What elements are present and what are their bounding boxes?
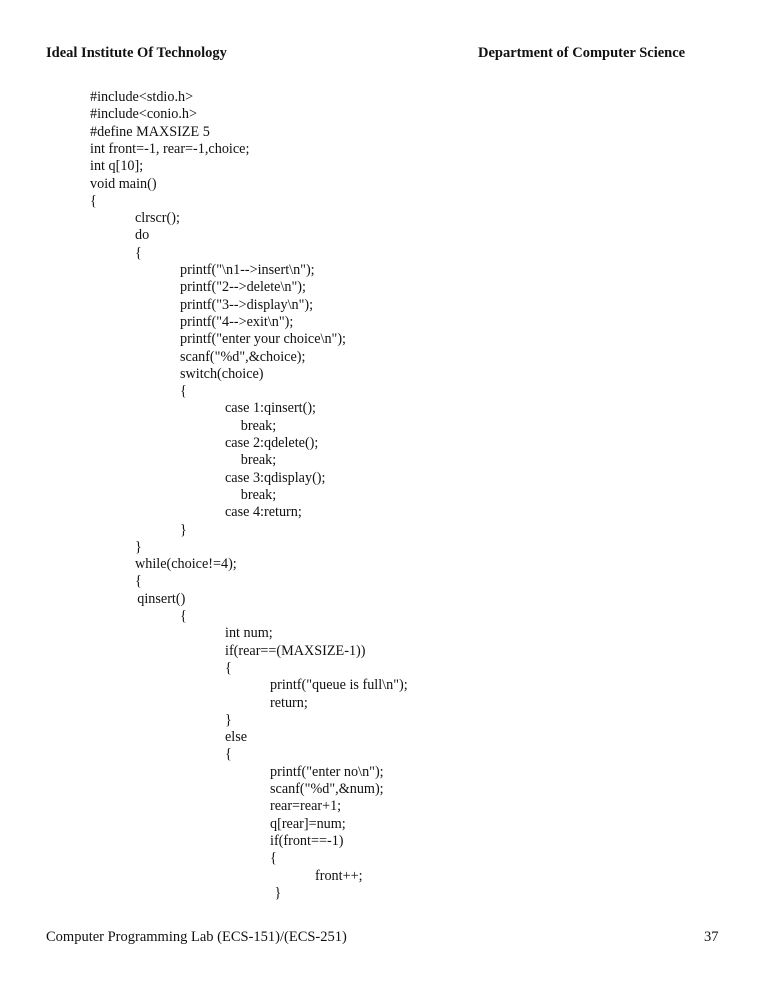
code-line: {: [135, 573, 142, 590]
code-line: {: [135, 244, 142, 261]
code-line: return;: [270, 694, 308, 711]
code-line: break;: [240, 452, 277, 469]
header-department: Department of Computer Science: [478, 45, 686, 61]
code-line: {: [90, 192, 97, 209]
code-line: int front=-1, rear=-1,choice;: [90, 140, 250, 157]
code-line: {: [180, 383, 187, 400]
code-line: }: [180, 521, 187, 538]
page-number: 37: [704, 929, 719, 945]
code-line: break;: [240, 417, 277, 434]
code-line: {: [270, 850, 277, 867]
code-line: }: [225, 711, 232, 728]
code-line: }: [135, 538, 142, 555]
code-line: #include<conio.h>: [90, 106, 198, 123]
code-line: printf("queue is full\n");: [270, 677, 408, 694]
code-line: case 1:qinsert();: [225, 400, 316, 417]
code-line: rear=rear+1;: [270, 798, 342, 815]
code-line: {: [225, 659, 232, 676]
code-line: int num;: [225, 625, 273, 642]
code-line: else: [225, 729, 248, 746]
code-line: printf("enter no\n");: [270, 763, 384, 780]
code-line: case 2:qdelete();: [225, 435, 319, 451]
code-line: #include<stdio.h>: [90, 89, 194, 105]
code-line: case 4:return;: [225, 504, 302, 521]
code-line: printf("enter your choice\n");: [180, 331, 347, 348]
code-line: if(rear==(MAXSIZE-1)): [225, 642, 366, 659]
code-line: printf("4-->exit\n");: [180, 313, 294, 330]
code-line: int q[10];: [90, 158, 144, 175]
header-institute: Ideal Institute Of Technology: [46, 45, 227, 61]
code-line: clrscr();: [135, 210, 180, 227]
code-line: scanf("%d",&choice);: [180, 348, 306, 365]
code-line: scanf("%d",&num);: [270, 781, 384, 797]
code-line: while(choice!=4);: [135, 556, 237, 573]
code-line: switch(choice): [180, 365, 264, 382]
code-line: #define MAXSIZE 5: [90, 123, 210, 140]
code-line: case 3:qdisplay();: [225, 469, 326, 486]
code-line: printf("2-->delete\n");: [180, 279, 306, 296]
code-line: qinsert(): [137, 590, 186, 607]
code-line: void main(): [90, 175, 157, 192]
code-line: if(front==-1): [270, 832, 344, 849]
code-line: }: [274, 884, 282, 901]
code-line: printf("\n1-->insert\n");: [180, 262, 315, 278]
code-line: break;: [240, 486, 277, 503]
footer-course: Computer Programming Lab (ECS-151)/(ECS-…: [46, 929, 347, 945]
code-line: {: [180, 608, 187, 624]
code-line: {: [225, 746, 232, 763]
code-line: q[rear]=num;: [270, 815, 346, 832]
code-line: printf("3-->display\n");: [180, 296, 314, 313]
code-line: front++;: [315, 867, 363, 884]
code-line: do: [135, 227, 150, 244]
